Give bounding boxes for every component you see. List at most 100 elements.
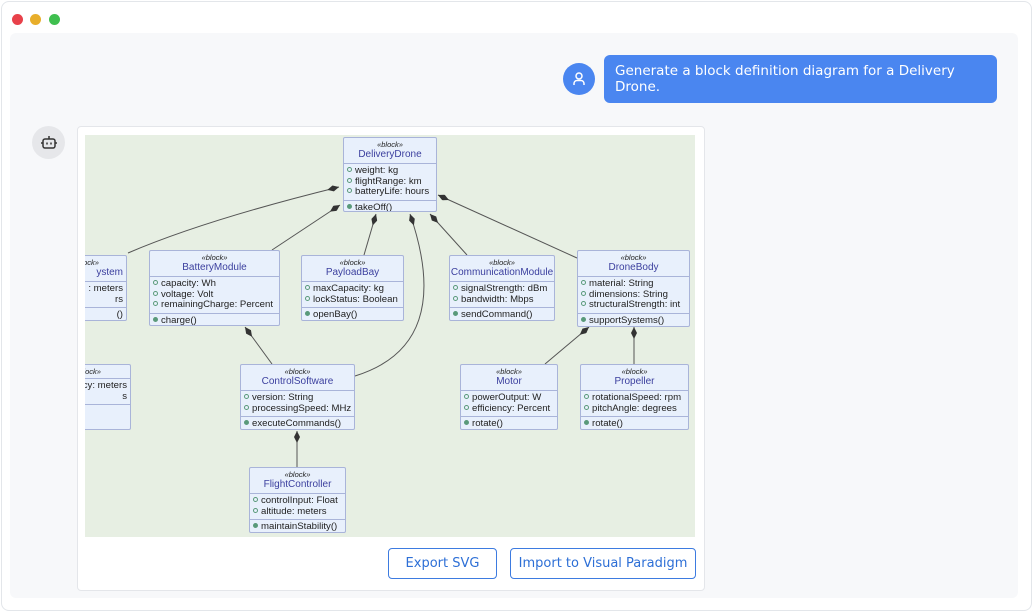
block-stereotype: «block» (85, 367, 101, 376)
composition-line (127, 185, 340, 254)
public-attribute-icon (581, 290, 586, 296)
block-operations: sendCommand() (450, 308, 554, 320)
block-header: «block»BatteryModule (150, 251, 279, 277)
block-stereotype: «block» (496, 367, 522, 376)
block-operations: executeCommands() (241, 417, 354, 429)
public-attribute-icon (253, 507, 258, 513)
block-operation: charge() (153, 315, 276, 325)
block-name: DroneBody (608, 262, 659, 273)
export-svg-button[interactable]: Export SVG (388, 548, 497, 579)
block-stereotype: «block» (377, 140, 403, 149)
block-attribute: cy: meters (85, 380, 127, 391)
public-attribute-icon (153, 301, 158, 306)
block-operations: rotate() (461, 417, 557, 429)
block-stereotype: «block» (284, 470, 311, 479)
block-header: «block»Propeller (581, 365, 688, 391)
block-operation: supportSystems() (581, 315, 686, 327)
composition-line (437, 194, 578, 259)
block-attribute: remainingCharge: Percent (153, 299, 276, 311)
block-name: CommunicationModule (450, 267, 554, 278)
user-icon (573, 72, 585, 85)
block-header: «block»Motor (461, 365, 557, 391)
public-attribute-icon (347, 188, 352, 193)
block-attribute: voltage: Volt (153, 289, 276, 301)
block-operations: rotate() (581, 417, 688, 429)
close-window-button[interactable] (12, 14, 23, 25)
block-operations: openBay() (302, 308, 403, 320)
composition-line (271, 204, 341, 251)
composition-line (354, 213, 425, 377)
public-attribute-icon (581, 280, 586, 285)
block-header: «block»DroneBody (578, 251, 689, 277)
block-attribute: : meters (88, 283, 123, 294)
block-operation (85, 407, 127, 418)
import-visual-paradigm-button[interactable]: Import to Visual Paradigm (510, 548, 696, 579)
block-stereotype: «block» (284, 367, 311, 376)
block-attribute: structuralStrength: int (581, 299, 686, 311)
block-operation: () (116, 309, 123, 320)
composition-line (363, 213, 378, 256)
block-stereotype: «block» (339, 258, 366, 267)
robot-icon (40, 135, 57, 149)
block-operation: takeOff() (347, 202, 433, 211)
public-operation-icon (347, 203, 352, 209)
block-operation: rotate() (584, 418, 685, 429)
public-attribute-icon (305, 285, 310, 290)
public-operation-icon (453, 311, 458, 316)
block-attribute: material: String (581, 278, 686, 290)
block-operations: charge() (150, 314, 279, 325)
block-name: FlightController (263, 479, 332, 490)
block-header: «block»ControlSoftware (241, 365, 354, 391)
public-operation-icon (464, 420, 469, 425)
block-operation: maintainStability() (253, 521, 342, 532)
public-attribute-icon (153, 290, 158, 296)
block-operations: maintainStability() (250, 520, 345, 532)
block-header: «block»ystem (85, 256, 126, 282)
block-header: «block» (85, 365, 130, 379)
public-operation-icon (581, 316, 586, 322)
block-attribute: dimensions: String (581, 289, 686, 301)
block-attribute: controlInput: Float (253, 495, 342, 507)
block-attribute: efficiency: Percent (464, 403, 554, 415)
block-attribute: powerOutput: W (464, 392, 554, 404)
public-attribute-icon (347, 167, 352, 172)
maximize-window-button[interactable] (49, 14, 60, 25)
composition-line (244, 326, 273, 365)
composition-line (544, 326, 590, 365)
block-attribute: lockStatus: Boolean (305, 294, 400, 306)
public-attribute-icon (584, 394, 589, 399)
public-attribute-icon (453, 285, 458, 290)
block-header: «block»PayloadBay (302, 256, 403, 282)
block-operations (85, 405, 130, 420)
block-name: PayloadBay (325, 267, 380, 278)
block-name: ControlSoftware (261, 376, 334, 387)
block-attribute: processingSpeed: MHz (244, 403, 351, 415)
block-header: «block»FlightController (250, 468, 345, 494)
block-name: ystem (96, 267, 123, 278)
user-avatar (563, 63, 595, 95)
public-operation-icon (584, 420, 589, 425)
public-attribute-icon (584, 404, 589, 410)
minimize-window-button[interactable] (30, 14, 41, 25)
user-message: Generate a block definition diagram for … (604, 55, 997, 103)
public-attribute-icon (464, 404, 469, 410)
block-header: «block»DeliveryDrone (344, 138, 436, 164)
public-attribute-icon (464, 394, 469, 399)
block-attribute: flightRange: km (347, 176, 433, 188)
